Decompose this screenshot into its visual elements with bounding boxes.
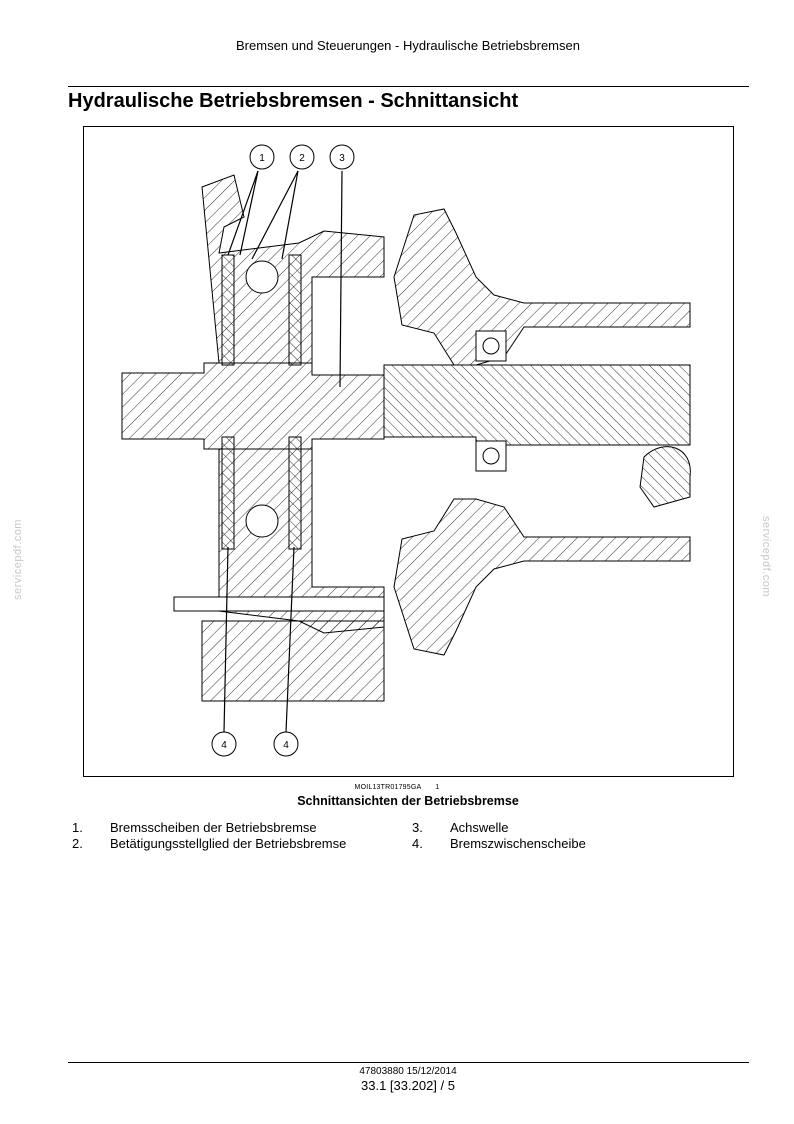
legend-text: Bremszwischenscheibe <box>450 836 586 851</box>
callout-label-4b: 4 <box>283 740 289 751</box>
legend-text: Achswelle <box>450 820 509 835</box>
legend-number: 1. <box>72 820 83 835</box>
legend-number: 2. <box>72 836 83 851</box>
callout-bubble-3 <box>329 144 355 170</box>
figure-caption: Schnittansichten der Betriebsbremse <box>297 794 519 808</box>
callout-label-4a: 4 <box>221 740 227 751</box>
axle-housing-lower <box>393 498 691 656</box>
legend-item: 2. Betätigungsstellglied der Betriebsbre… <box>72 836 346 852</box>
figure-frame: 1 2 3 4 4 <box>83 126 734 777</box>
callout-bubble-4b <box>273 731 299 757</box>
legend-right: 3. Achswelle 4. Bremszwischenscheibe <box>412 820 586 852</box>
axle-shaft <box>121 362 385 450</box>
actuator-ball-lower <box>245 504 279 538</box>
legend-text: Betätigungsstellglied der Betriebsbremse <box>110 836 347 851</box>
figure-id: MOIL13TR01795GA 1 <box>0 784 794 791</box>
brake-disc-stack-lower <box>221 436 235 550</box>
callout-bubble-4a <box>211 731 237 757</box>
footer-page-ref: 33.1 [33.202] / 5 <box>361 1078 455 1093</box>
legend-item: 3. Achswelle <box>412 820 586 836</box>
watermark-right: servicepdf.com <box>760 516 772 597</box>
actuator-ball-upper <box>245 260 279 294</box>
axle-housing-upper <box>393 208 691 366</box>
callout-label-2: 2 <box>299 153 305 164</box>
legend-item: 4. Bremszwischenscheibe <box>412 836 586 852</box>
legend-number: 3. <box>412 820 423 835</box>
running-header: Bremsen und Steuerungen - Hydraulische B… <box>236 38 580 53</box>
bearing-upper <box>475 330 507 362</box>
figure-number: 1 <box>435 784 440 791</box>
brake-disc-stack-lower-2 <box>288 436 302 550</box>
watermark-left: servicepdf.com <box>12 519 24 600</box>
callout-bubble-1 <box>249 144 275 170</box>
end-eye <box>639 446 691 508</box>
figure-id-code: MOIL13TR01795GA <box>354 784 422 791</box>
legend-item: 1. Bremsscheiben der Betriebsbremse <box>72 820 346 836</box>
legend-text: Bremsscheiben der Betriebsbremse <box>110 820 317 835</box>
legend-number: 4. <box>412 836 423 851</box>
inner-shaft <box>383 364 691 446</box>
bearing-lower <box>475 440 507 472</box>
callout-label-3: 3 <box>339 153 345 164</box>
mount-foot <box>201 620 385 702</box>
brake-disc-stack-upper-2 <box>288 254 302 366</box>
page-title: Hydraulische Betriebsbremsen - Schnittan… <box>68 90 519 112</box>
footer-rule <box>68 1062 749 1063</box>
legend-left: 1. Bremsscheiben der Betriebsbremse 2. B… <box>72 820 346 852</box>
brake-disc-stack-upper <box>221 254 235 366</box>
header-rule <box>68 86 749 87</box>
callout-label-1: 1 <box>259 153 265 164</box>
brake-section-drawing: 1 2 3 4 4 <box>121 144 691 757</box>
callout-bubble-2 <box>289 144 315 170</box>
footer-doc-ref: 47803880 15/12/2014 <box>359 1066 457 1077</box>
